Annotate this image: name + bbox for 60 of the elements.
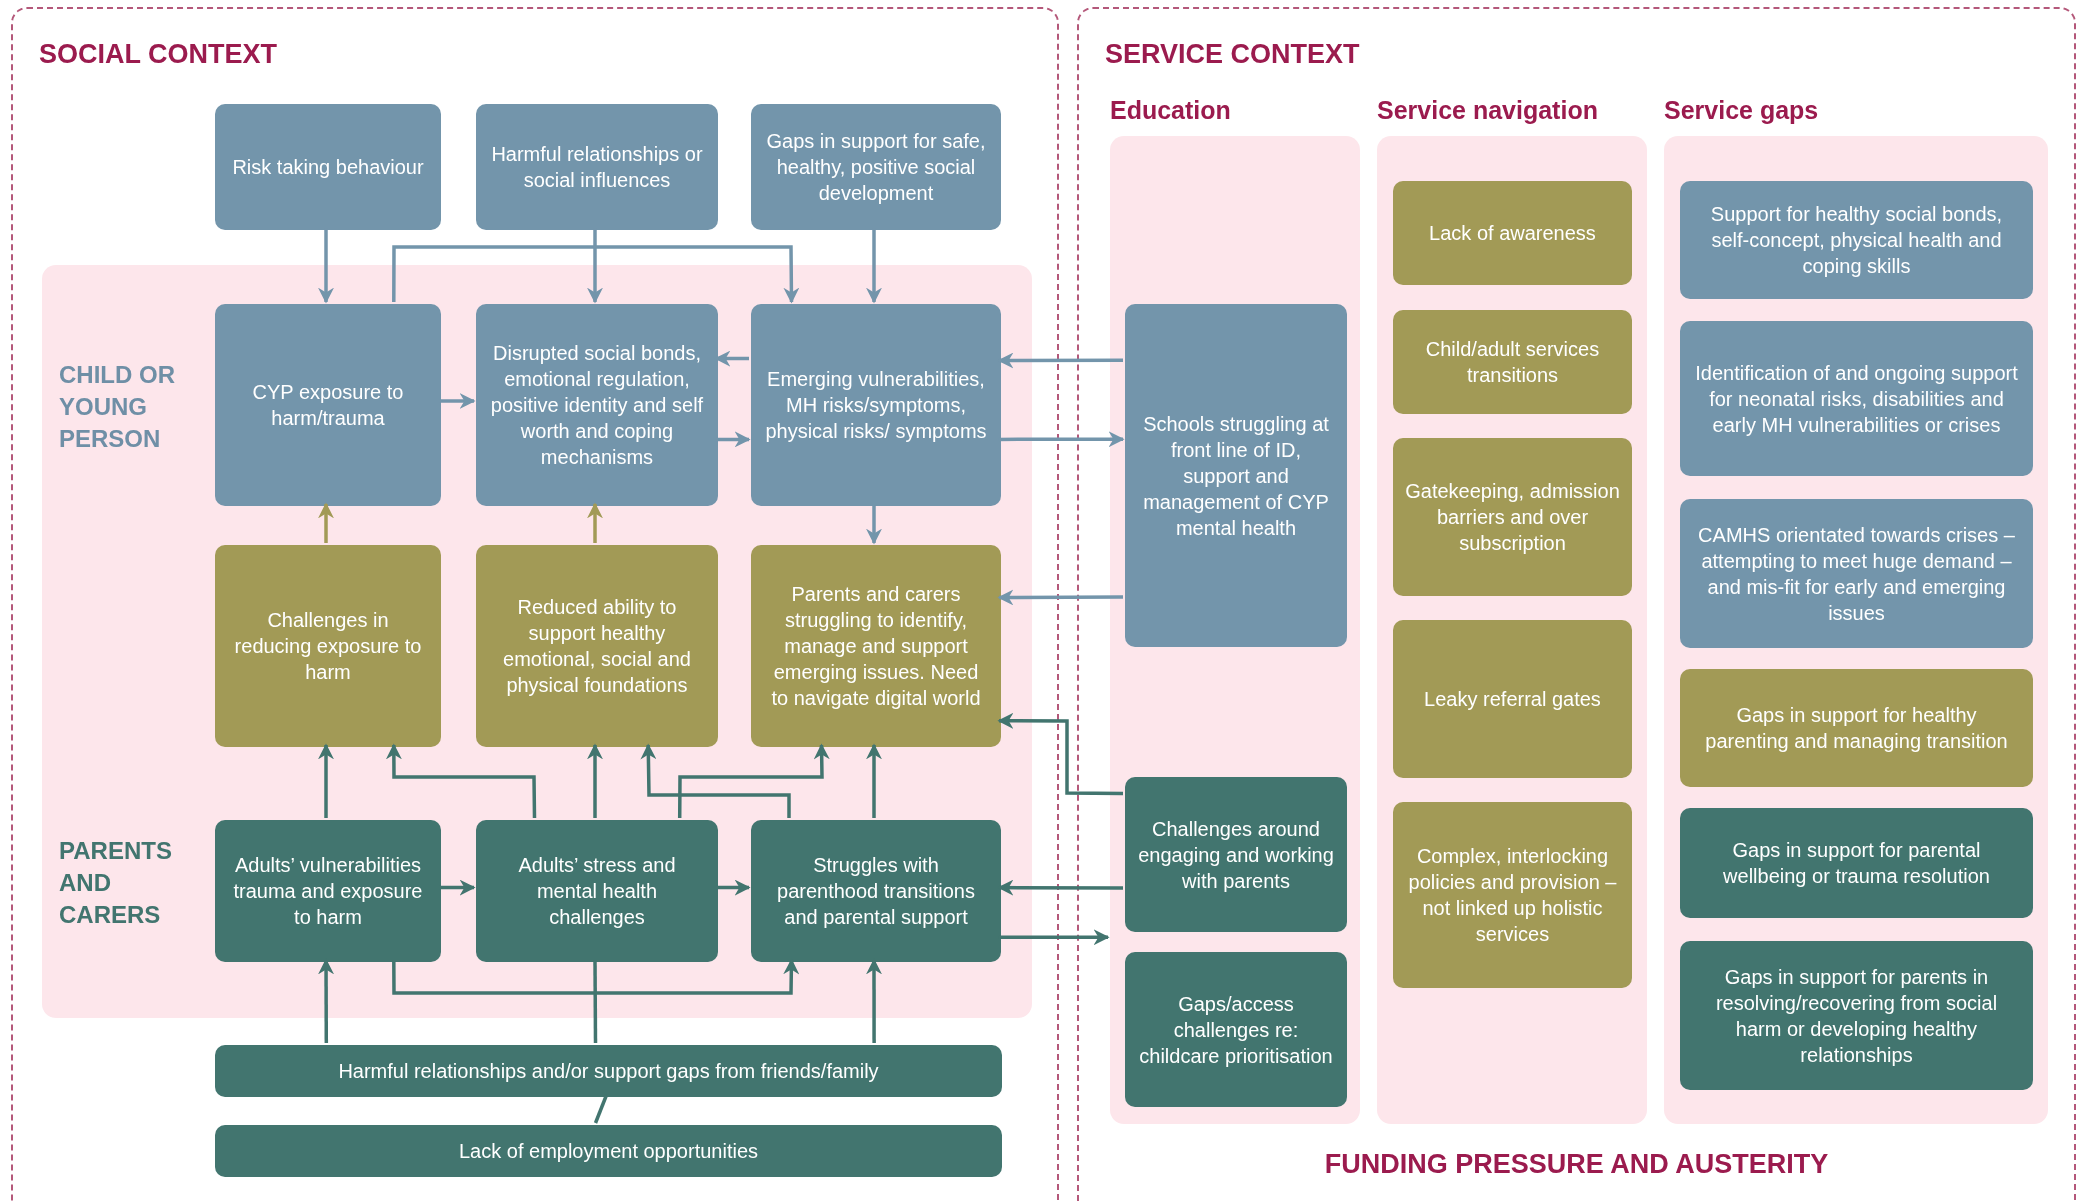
section-label: PARENTS AND CARERS xyxy=(59,836,173,930)
arrow xyxy=(866,743,882,818)
process-box: Disrupted social bonds, emotional regulation, positive identity and self worth and coping mechanisms xyxy=(476,304,718,506)
process-box: Gaps/access challenges re: childcare prioritisation xyxy=(1125,952,1347,1107)
panel-title: SOCIAL CONTEXT xyxy=(39,39,278,70)
column-heading: Service navigation xyxy=(1377,96,1598,125)
arrow xyxy=(997,589,1123,606)
arrow xyxy=(999,929,1110,946)
process-box: CAMHS orientated towards crises – attempting to meet huge demand – and mis-fit for early and emerging issues xyxy=(1680,499,2033,648)
section-label: CHILD OR YOUNG PERSON xyxy=(59,360,176,454)
process-box: Complex, interlocking policies and provision – not linked up holistic services xyxy=(1393,802,1632,988)
dashed-panel xyxy=(1077,7,2076,1203)
process-box: Child/adult services transitions xyxy=(1393,310,1632,414)
process-box: Reduced ability to support healthy emotional, social and physical foundations xyxy=(476,545,718,747)
section-band xyxy=(42,265,1032,1018)
process-box: Challenges around engaging and working with parents xyxy=(1125,777,1347,932)
process-box: Lack of awareness xyxy=(1393,181,1632,285)
arrow xyxy=(677,743,830,818)
arrow xyxy=(318,502,334,543)
arrow xyxy=(999,431,1125,448)
process-box: Harmful relationships and/or support gaps from friends/family xyxy=(215,1045,1002,1097)
process-box: Lack of employment opportunities xyxy=(215,1125,1002,1177)
arrow xyxy=(439,879,476,896)
arrow xyxy=(392,245,800,304)
process-box: Gaps in support for safe, healthy, positive social development xyxy=(751,104,1001,230)
arrow xyxy=(318,228,334,304)
arrow xyxy=(587,502,603,543)
process-box: Support for healthy social bonds, self-concept, physical health and coping skills xyxy=(1680,181,2033,299)
arrow xyxy=(866,504,882,545)
arrow xyxy=(439,393,476,409)
arrow xyxy=(587,228,603,304)
process-box: Struggles with parenthood transitions and parental support xyxy=(751,820,1001,962)
process-box: Identification of and ongoing support for neonatal risks, disabilities and early MH vulnerabilities or crises xyxy=(1680,321,2033,476)
process-box: Risk taking behaviour xyxy=(215,104,441,230)
process-box: Gaps in support for parents in resolving/recovering from social harm or developing healthy relationships xyxy=(1680,941,2033,1090)
panel-title: SERVICE CONTEXT xyxy=(1105,39,1360,70)
process-box: Gatekeeping, admission barriers and over subscription xyxy=(1393,438,1632,596)
arrow xyxy=(385,743,537,819)
dashed-panel xyxy=(11,7,1059,1203)
arrow xyxy=(866,228,882,304)
process-box: Schools struggling at front line of ID, support and management of CYP mental health xyxy=(1125,304,1347,647)
column-heading: Education xyxy=(1110,96,1231,125)
arrow xyxy=(716,431,751,448)
process-box: Parents and carers struggling to identify, manage and support emerging issues. Need to navigate digital world xyxy=(751,545,1001,747)
process-box: Gaps in support for healthy parenting and managing transition xyxy=(1680,669,2033,787)
process-box: Adults’ stress and mental health challenges xyxy=(476,820,718,962)
process-box: Emerging vulnerabilities, MH risks/symptoms, physical risks/ symptoms xyxy=(751,304,1001,506)
arrow xyxy=(997,712,1123,796)
footer-heading: FUNDING PRESSURE AND AUSTERITY xyxy=(1323,1149,1830,1180)
arrow xyxy=(318,743,334,818)
process-box: Harmful relationships or social influences xyxy=(476,104,718,230)
process-box: Adults’ vulnerabilities trauma and exposure to harm xyxy=(215,820,441,962)
column-heading: Service gaps xyxy=(1664,96,1819,125)
process-box: Gaps in support for parental wellbeing or trauma resolution xyxy=(1680,808,2033,918)
arrow xyxy=(640,743,791,818)
arrow xyxy=(716,879,751,896)
arrow xyxy=(587,743,603,818)
process-box: Challenges in reducing exposure to harm xyxy=(215,545,441,747)
process-box: CYP exposure to harm/trauma xyxy=(215,304,441,506)
process-box: Leaky referral gates xyxy=(1393,620,1632,778)
